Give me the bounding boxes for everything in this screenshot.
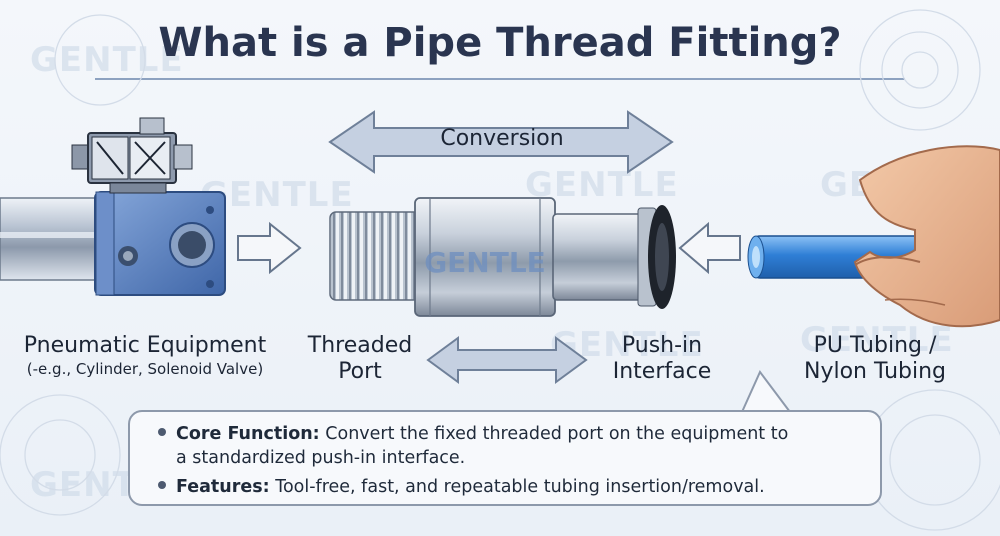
pneumatic-cylinder — [0, 117, 226, 296]
tubing-label: PU Tubing / Nylon Tubing — [780, 333, 970, 385]
conversion-label: Conversion — [440, 126, 564, 151]
conversion-arrow-icon — [328, 110, 674, 174]
core-function-text: Convert the fixed threaded port on the e… — [325, 424, 789, 444]
pushin-line2: Interface — [612, 359, 712, 384]
pipe-thread-fitting: GENTLE — [329, 197, 676, 317]
features-label: Features: — [176, 477, 270, 497]
threaded-port-label: Threaded Port — [300, 333, 420, 385]
info-callout: Core Function: Convert the fixed threade… — [128, 410, 882, 506]
push-in-interface-label: Push-in Interface — [592, 333, 732, 385]
features-bullet: Features: Tool-free, fast, and repeatabl… — [158, 475, 765, 499]
tubing-line2: Nylon Tubing — [803, 359, 946, 384]
title-divider — [95, 78, 905, 80]
threaded-line2: Port — [338, 359, 382, 384]
features-text: Tool-free, fast, and repeatable tubing i… — [275, 477, 765, 497]
equipment-title: Pneumatic Equipment — [23, 333, 267, 358]
arrow-left-icon — [678, 221, 741, 275]
tubing-line1: PU Tubing / — [813, 333, 937, 358]
core-function-continued: a standardized push-in interface. — [176, 448, 466, 468]
arrow-right-icon — [237, 221, 302, 275]
hand-icon — [853, 145, 1000, 328]
bullet-dot-icon — [158, 428, 166, 436]
double-arrow-icon — [426, 336, 588, 384]
core-function-label: Core Function: — [176, 424, 320, 444]
page-title: What is a Pipe Thread Fitting? — [158, 20, 842, 66]
pushin-line1: Push-in — [621, 333, 703, 358]
svg-text:GENTLE: GENTLE — [424, 246, 546, 279]
watermark-logo: GENTLE — [800, 320, 954, 360]
threaded-line1: Threaded — [307, 333, 413, 358]
equipment-label: Pneumatic Equipment (-e.g., Cylinder, So… — [10, 333, 280, 379]
core-function-bullet: Core Function: Convert the fixed threade… — [158, 422, 788, 446]
bullet-dot-icon — [158, 481, 166, 489]
equipment-subtitle: (-e.g., Cylinder, Solenoid Valve) — [26, 360, 264, 378]
